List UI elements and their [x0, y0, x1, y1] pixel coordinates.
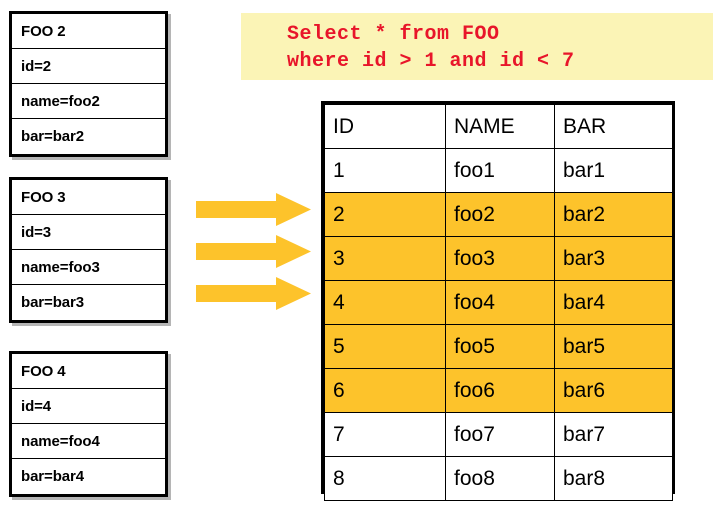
cell-name: foo5 [445, 324, 555, 369]
entity-box-foo4: FOO 4 id=4 name=foo4 bar=bar4 [9, 351, 168, 497]
cell-id: 5 [324, 324, 446, 369]
right-arrow-icon [196, 277, 311, 310]
entity-field-name: name=foo2 [12, 84, 165, 119]
cell-bar: bar4 [554, 280, 673, 325]
cell-bar: bar8 [554, 456, 673, 501]
sql-query-callout: Select * from FOO where id > 1 and id < … [241, 13, 713, 80]
cell-name: foo7 [445, 412, 555, 457]
table-row-selected: 5 foo5 bar5 [324, 324, 673, 369]
table-row-selected: 3 foo3 bar3 [324, 236, 673, 281]
entity-box-foo2: FOO 2 id=2 name=foo2 bar=bar2 [9, 11, 168, 157]
cell-id: 3 [324, 236, 446, 281]
entity-title: FOO 4 [12, 354, 165, 389]
sql-line-select: Select * from FOO [287, 23, 500, 46]
column-header-name: NAME [445, 104, 555, 149]
entity-field-bar: bar=bar3 [21, 294, 84, 311]
entity-field-bar: bar=bar2 [21, 128, 84, 145]
cell-id: 8 [324, 456, 446, 501]
cell-id: 6 [324, 368, 446, 413]
cell-name: foo1 [445, 148, 555, 193]
entity-title: FOO 3 [12, 180, 165, 215]
sql-line-where: where id > 1 and id < 7 [287, 50, 575, 73]
entity-field-name: name=foo3 [12, 250, 165, 285]
entity-field-id: id=4 [12, 389, 165, 424]
table-row-selected: 6 foo6 bar6 [324, 368, 673, 413]
column-header-bar: BAR [554, 104, 673, 149]
cell-name: foo3 [445, 236, 555, 281]
result-table-grid: ID NAME BAR 1 foo1 bar1 2 foo2 bar2 3 fo… [324, 104, 673, 501]
table-row: 7 foo7 bar7 [324, 412, 673, 457]
cell-name: foo2 [445, 192, 555, 237]
cell-bar: bar2 [554, 192, 673, 237]
cell-name: foo6 [445, 368, 555, 413]
entity-field-name: name=foo4 [12, 424, 165, 459]
result-table: ID NAME BAR 1 foo1 bar1 2 foo2 bar2 3 fo… [321, 101, 675, 501]
cell-name: foo4 [445, 280, 555, 325]
entity-field-bar: bar=bar4 [21, 468, 84, 485]
cell-bar: bar6 [554, 368, 673, 413]
cell-id: 2 [324, 192, 446, 237]
entity-title: FOO 2 [12, 14, 165, 49]
cell-bar: bar7 [554, 412, 673, 457]
cell-bar: bar1 [554, 148, 673, 193]
table-row-selected: 2 foo2 bar2 [324, 192, 673, 237]
cell-bar: bar3 [554, 236, 673, 281]
cell-bar: bar5 [554, 324, 673, 369]
cell-id: 7 [324, 412, 446, 457]
column-header-id: ID [324, 104, 446, 149]
cell-id: 4 [324, 280, 446, 325]
table-header-row: ID NAME BAR [324, 104, 673, 149]
table-row: 1 foo1 bar1 [324, 148, 673, 193]
entity-box-foo3: FOO 3 id=3 name=foo3 bar=bar3 [9, 177, 168, 323]
cell-id: 1 [324, 148, 446, 193]
cell-name: foo8 [445, 456, 555, 501]
right-arrow-icon [196, 235, 311, 268]
right-arrow-icon [196, 193, 311, 226]
table-row-selected: 4 foo4 bar4 [324, 280, 673, 325]
table-row: 8 foo8 bar8 [324, 456, 673, 501]
entity-field-id: id=3 [12, 215, 165, 250]
entity-field-id: id=2 [12, 49, 165, 84]
